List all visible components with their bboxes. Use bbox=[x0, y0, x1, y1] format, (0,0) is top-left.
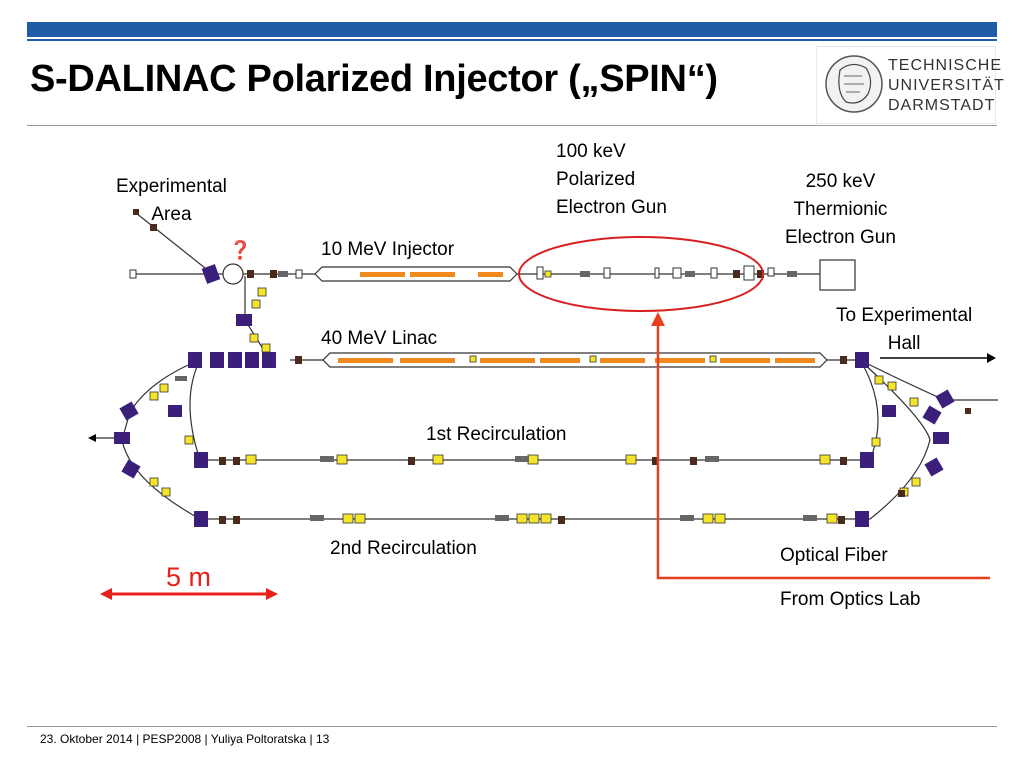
label-polarized-gun: 100 keV Polarized Electron Gun bbox=[556, 138, 667, 222]
title-divider bbox=[27, 125, 997, 126]
label-thermionic-gun-line1: 250 keV bbox=[805, 171, 876, 192]
beamline-elements bbox=[175, 271, 817, 521]
injector-cavity bbox=[314, 266, 518, 282]
footer-divider bbox=[27, 726, 997, 727]
slide-footer: 23. Oktober 2014 | PESP2008 | Yuliya Pol… bbox=[40, 732, 330, 746]
chopper bbox=[222, 263, 244, 285]
scale-arrow-left bbox=[100, 588, 112, 600]
label-optical-fiber: Optical Fiber bbox=[780, 545, 888, 566]
logo-line-1: TECHNISCHE bbox=[888, 57, 1003, 74]
label-injector: 10 MeV Injector bbox=[321, 239, 455, 260]
logo-line-3: DARMSTADT bbox=[888, 97, 996, 114]
scale-label: 5 m bbox=[166, 562, 212, 592]
tu-darmstadt-logo bbox=[816, 46, 996, 124]
label-experimental-area-line2: Area bbox=[151, 204, 192, 225]
fiber-arrowhead bbox=[651, 312, 665, 326]
university-name: TECHNISCHE UNIVERSITÄT DARMSTADT bbox=[888, 56, 1005, 116]
label-to-hall-line1: To Experimental bbox=[836, 305, 973, 326]
polarized-gun-highlight bbox=[518, 236, 764, 312]
slide-title: S-DALINAC Polarized Injector („SPIN“) bbox=[30, 58, 718, 100]
polarized-gun-elements bbox=[129, 265, 775, 281]
label-recirculation-1: 1st Recirculation bbox=[426, 424, 567, 445]
label-to-hall-line2: Hall bbox=[887, 333, 921, 354]
label-polarized-gun-line1: 100 keV bbox=[556, 141, 626, 162]
lamp-icon: ❓ bbox=[229, 240, 252, 260]
header-bar bbox=[27, 22, 997, 37]
label-polarized-gun-line2: Polarized bbox=[556, 169, 636, 190]
to-hall-arrowhead bbox=[987, 353, 996, 363]
left-exit-arrowhead bbox=[88, 434, 96, 442]
optical-fiber-line bbox=[656, 315, 990, 580]
linac-cavity bbox=[322, 352, 828, 368]
thermionic-gun-box bbox=[819, 259, 856, 291]
header-bar-line bbox=[27, 39, 997, 41]
label-thermionic-gun-line2: Thermionic bbox=[793, 199, 888, 220]
logo-line-2: UNIVERSITÄT bbox=[888, 77, 1005, 94]
label-linac: 40 MeV Linac bbox=[321, 328, 438, 349]
quadrupole-magnets bbox=[149, 270, 921, 524]
label-recirculation-2: 2nd Recirculation bbox=[330, 538, 477, 559]
label-to-experimental-hall: To Experimental Hall bbox=[836, 302, 972, 358]
scale-arrow-right bbox=[266, 588, 278, 600]
dark-elements bbox=[133, 209, 971, 524]
label-thermionic-gun: 250 keV Thermionic Electron Gun bbox=[785, 168, 896, 252]
label-experimental-area: Experimental Area bbox=[116, 173, 227, 229]
dipole-magnets bbox=[114, 264, 955, 527]
label-from-optics-lab: From Optics Lab bbox=[780, 589, 921, 610]
label-thermionic-gun-line3: Electron Gun bbox=[785, 227, 896, 248]
label-polarized-gun-line3: Electron Gun bbox=[556, 197, 667, 218]
label-experimental-area-line1: Experimental bbox=[116, 176, 227, 197]
